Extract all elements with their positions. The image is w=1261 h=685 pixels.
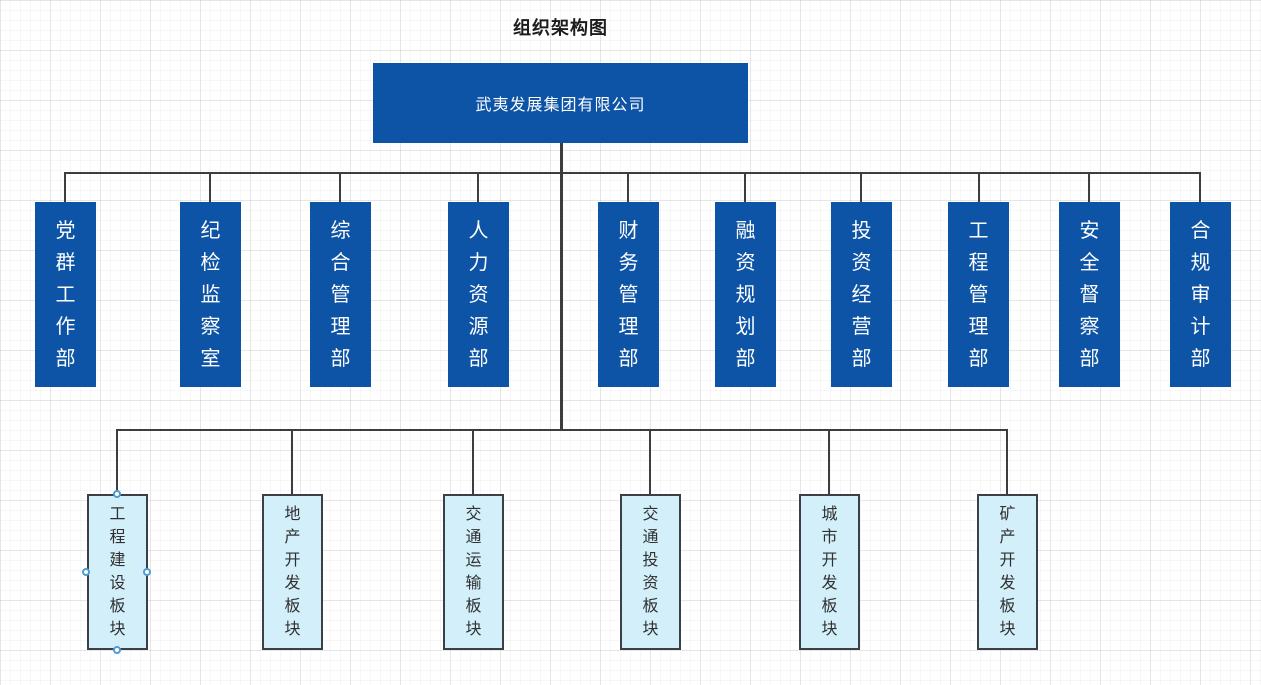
dept-label: 综合管理部 bbox=[330, 219, 351, 370]
connector-hline-units bbox=[116, 429, 1008, 431]
connector-stub-dept bbox=[860, 172, 862, 203]
unit-node-chengshikaifa[interactable]: 城市开发板块 bbox=[799, 494, 860, 650]
anchor-handle-right[interactable] bbox=[143, 568, 151, 576]
connector-stub-unit bbox=[291, 429, 293, 494]
unit-label: 地产开发板块 bbox=[284, 506, 301, 638]
dept-label: 财务管理部 bbox=[618, 219, 639, 370]
unit-node-kuangchan[interactable]: 矿产开发板块 bbox=[977, 494, 1038, 650]
unit-label: 交通投资板块 bbox=[642, 506, 659, 638]
dept-label: 合规审计部 bbox=[1190, 219, 1211, 370]
connector-stub-unit bbox=[828, 429, 830, 494]
dept-node-renli[interactable]: 人力资源部 bbox=[448, 202, 509, 387]
unit-node-gongchengjianshe[interactable]: 工程建设板块 bbox=[87, 494, 148, 650]
connector-stub-dept bbox=[978, 172, 980, 203]
dept-label: 人力资源部 bbox=[468, 219, 489, 370]
dept-label: 工程管理部 bbox=[968, 219, 989, 370]
connector-stub-dept bbox=[339, 172, 341, 203]
connector-stub-unit bbox=[116, 429, 118, 494]
diagram-title: 组织架构图 bbox=[513, 18, 608, 38]
unit-node-jiaotongtouzi[interactable]: 交通投资板块 bbox=[620, 494, 681, 650]
connector-stub-dept bbox=[1088, 172, 1090, 203]
dept-label: 纪检监察室 bbox=[200, 219, 221, 370]
dept-node-zonghe[interactable]: 综合管理部 bbox=[310, 202, 371, 387]
connector-stub-dept bbox=[209, 172, 211, 203]
connector-stub-unit bbox=[649, 429, 651, 494]
connector-stub-dept bbox=[1199, 172, 1201, 203]
dept-node-anquan[interactable]: 安全督察部 bbox=[1059, 202, 1120, 387]
unit-node-dichan[interactable]: 地产开发板块 bbox=[262, 494, 323, 650]
dept-node-touzi[interactable]: 投资经营部 bbox=[831, 202, 892, 387]
org-root-label: 武夷发展集团有限公司 bbox=[475, 97, 646, 114]
connector-trunk bbox=[560, 143, 563, 430]
connector-hline-departments bbox=[65, 172, 1201, 174]
dept-node-jijian[interactable]: 纪检监察室 bbox=[180, 202, 241, 387]
unit-label: 交通运输板块 bbox=[465, 506, 482, 638]
unit-label: 工程建设板块 bbox=[109, 506, 126, 638]
dept-node-caiwu[interactable]: 财务管理部 bbox=[598, 202, 659, 387]
dept-label: 党群工作部 bbox=[55, 219, 76, 370]
unit-label: 城市开发板块 bbox=[821, 506, 838, 638]
org-root-node[interactable]: 武夷发展集团有限公司 bbox=[373, 63, 748, 143]
connector-stub-dept bbox=[744, 172, 746, 203]
dept-node-dangqun[interactable]: 党群工作部 bbox=[35, 202, 96, 387]
connector-stub-unit bbox=[1006, 429, 1008, 494]
unit-label: 矿产开发板块 bbox=[999, 506, 1016, 638]
dept-label: 安全督察部 bbox=[1079, 219, 1100, 370]
unit-node-jiaotongyunshu[interactable]: 交通运输板块 bbox=[443, 494, 504, 650]
dept-node-gongcheng[interactable]: 工程管理部 bbox=[948, 202, 1009, 387]
anchor-handle-bottom[interactable] bbox=[113, 646, 121, 654]
dept-node-rongzi[interactable]: 融资规划部 bbox=[715, 202, 776, 387]
anchor-handle-top[interactable] bbox=[113, 490, 121, 498]
dept-label: 投资经营部 bbox=[851, 219, 872, 370]
connector-stub-unit bbox=[472, 429, 474, 494]
dept-node-hegui[interactable]: 合规审计部 bbox=[1170, 202, 1231, 387]
anchor-handle-left[interactable] bbox=[82, 568, 90, 576]
connector-stub-dept bbox=[477, 172, 479, 203]
connector-stub-dept bbox=[64, 172, 66, 203]
connector-stub-dept bbox=[627, 172, 629, 203]
dept-label: 融资规划部 bbox=[735, 219, 756, 370]
